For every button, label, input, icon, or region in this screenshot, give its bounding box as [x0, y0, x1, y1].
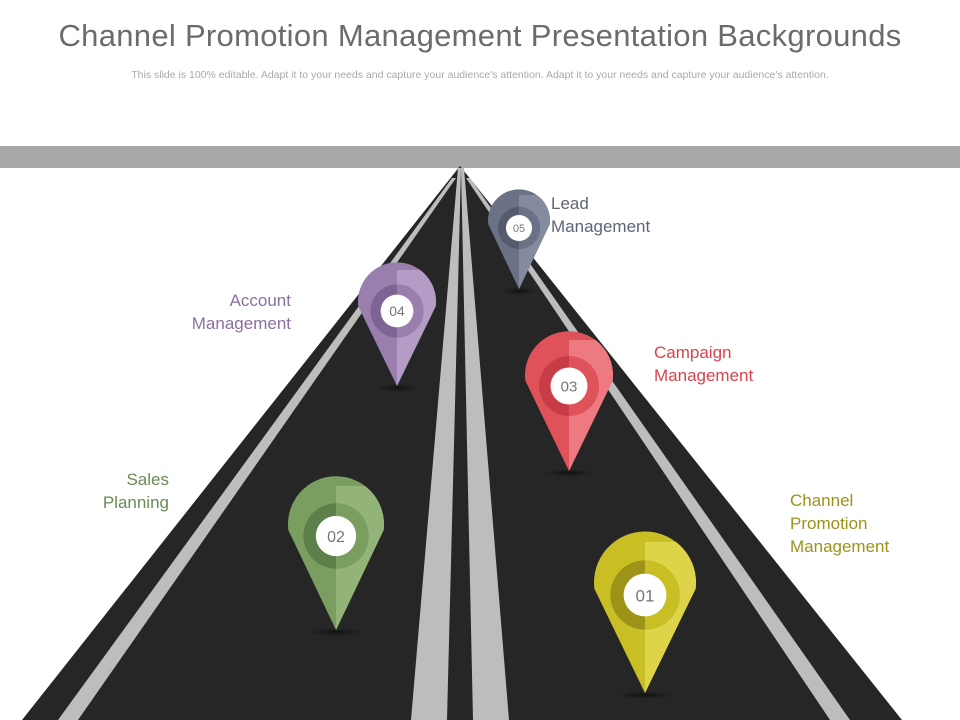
- pin-center-04: [380, 294, 414, 328]
- pin-center-05: [505, 214, 533, 242]
- pin-shadow-05: [501, 287, 537, 295]
- pin-number-05: 05: [513, 223, 525, 235]
- pin-number-01: 01: [636, 587, 655, 606]
- road: [22, 166, 902, 720]
- horizon-band: [0, 146, 960, 168]
- road-left-edge-stripe: [58, 178, 456, 720]
- pin-number-04: 04: [389, 303, 405, 319]
- pin-label-03: Campaign Management: [654, 343, 754, 385]
- pin-label-04: Account Management: [191, 291, 291, 333]
- map-pin-01: 01: [594, 531, 696, 699]
- pin-label-02: Sales Planning: [102, 470, 169, 512]
- map-pin-05: 05: [488, 189, 550, 295]
- pin-label-01: Channel Promotion Management: [790, 491, 890, 556]
- pin-shadow-04: [375, 384, 419, 392]
- road-center-stripe-left: [411, 168, 461, 720]
- pin-shadow-03: [544, 469, 594, 477]
- pin-number-03: 03: [561, 379, 578, 396]
- pin-shadow-02: [309, 628, 363, 636]
- road-right-edge-stripe: [466, 178, 850, 720]
- pin-shadow-01: [616, 691, 674, 699]
- pin-center-03: [550, 367, 588, 405]
- slide-subtitle: This slide is 100% editable. Adapt it to…: [131, 69, 829, 81]
- pin-number-02: 02: [327, 529, 345, 546]
- pin-center-01: [623, 573, 667, 617]
- road-center-stripe-right: [461, 168, 509, 720]
- slide-title: Channel Promotion Management Presentatio…: [58, 18, 902, 53]
- pin-center-02: [315, 515, 357, 557]
- pin-label-05: Lead Management: [551, 194, 651, 236]
- map-pin-03: 03: [525, 331, 613, 477]
- map-pin-02: 02: [288, 476, 384, 636]
- map-pin-04: 04: [358, 262, 436, 392]
